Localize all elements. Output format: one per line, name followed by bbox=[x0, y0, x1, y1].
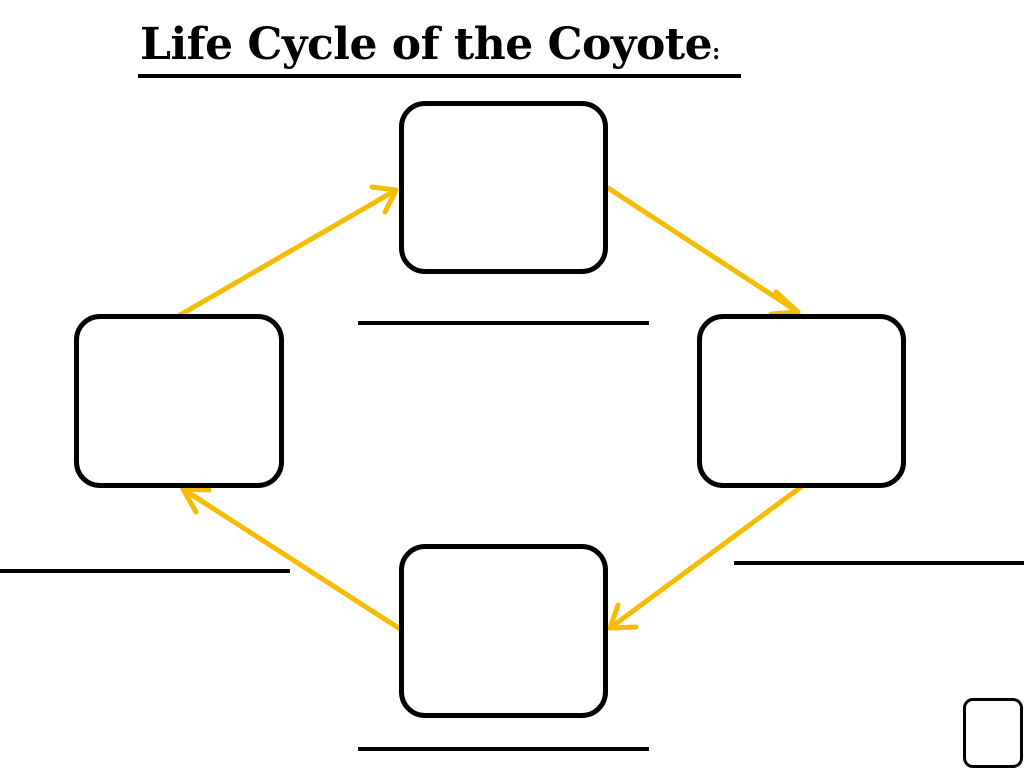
corner-button[interactable] bbox=[963, 698, 1023, 768]
stage-box-bottom[interactable] bbox=[399, 544, 608, 718]
answer-line-bottom[interactable] bbox=[358, 747, 649, 751]
stage-box-right[interactable] bbox=[697, 314, 906, 488]
arrow-right-to-bottom bbox=[607, 484, 804, 631]
answer-line-left[interactable] bbox=[0, 569, 290, 573]
stage-box-left[interactable] bbox=[74, 314, 284, 488]
stage-box-top[interactable] bbox=[399, 101, 608, 274]
page-title: Life Cycle of the Coyote: bbox=[140, 14, 720, 83]
arrow-top-to-right bbox=[605, 185, 801, 317]
arrow-left-to-top bbox=[177, 184, 399, 318]
title-underline bbox=[138, 74, 741, 78]
title-text: Life Cycle of the Coyote bbox=[140, 19, 713, 70]
answer-line-right[interactable] bbox=[734, 561, 1024, 565]
answer-line-top[interactable] bbox=[358, 321, 649, 325]
title-colon: : bbox=[712, 39, 720, 65]
arrow-bottom-to-left bbox=[180, 486, 403, 632]
